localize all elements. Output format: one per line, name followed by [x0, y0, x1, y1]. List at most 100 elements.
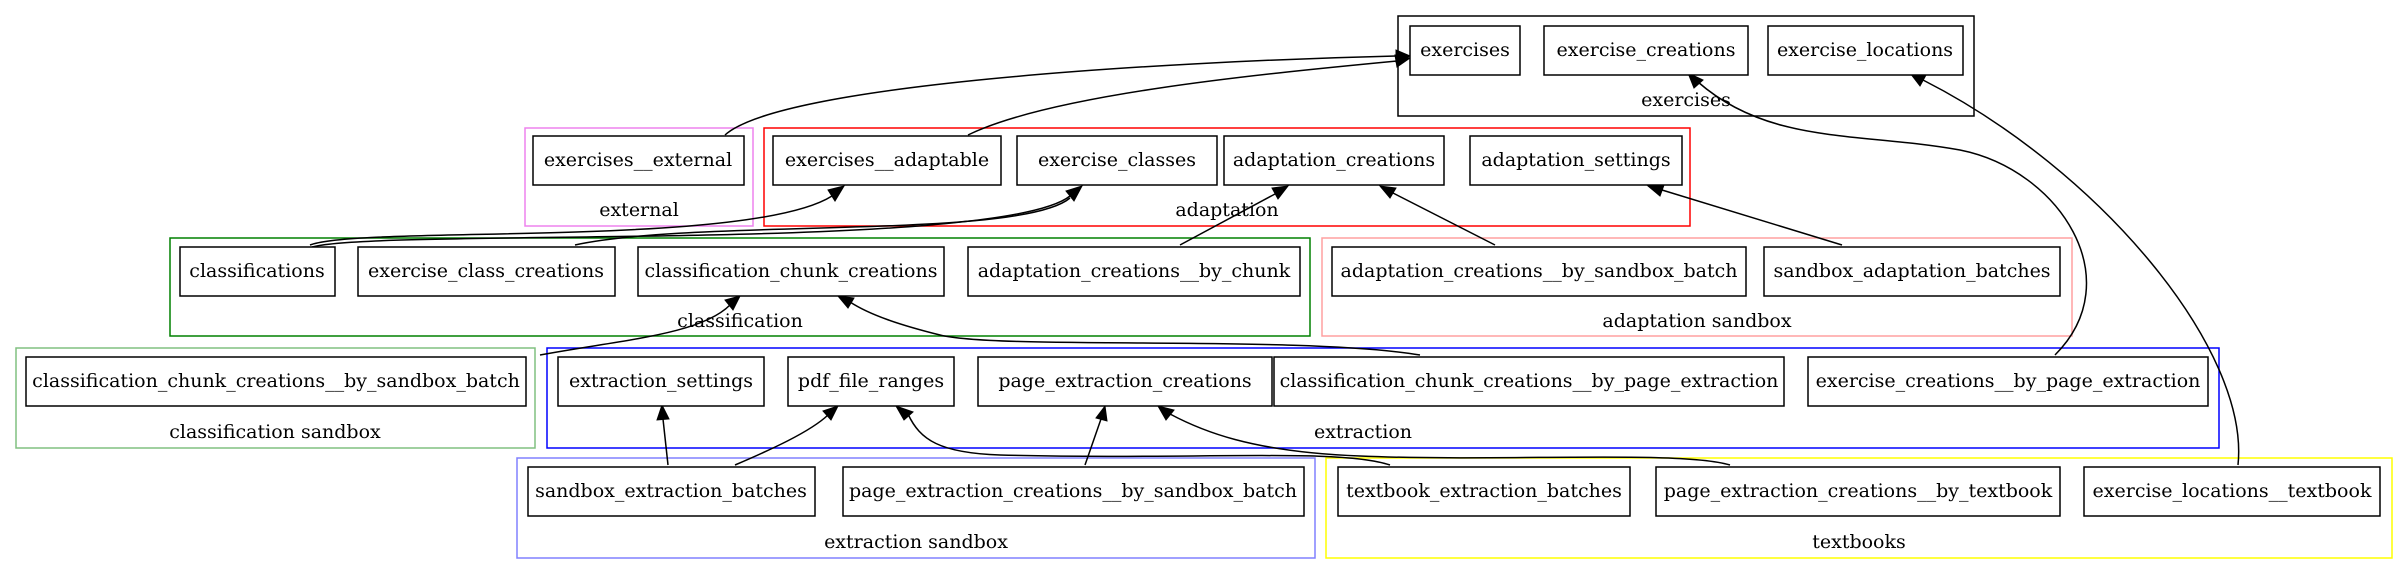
node-exercises[interactable]: exercises	[1409, 25, 1521, 76]
node-page-extraction-creations[interactable]: page_extraction_creations	[977, 356, 1273, 407]
node-exercises-adaptable[interactable]: exercises__adaptable	[772, 135, 1002, 186]
edge-sandbox-adaptation-batches-to-adaptation-settings	[1646, 184, 1843, 246]
edge-page-extraction-creations-by-textbook-to-page-extraction-creations	[1156, 405, 1731, 466]
node-box	[1767, 25, 1964, 76]
node-label: exercise_creations	[1557, 39, 1736, 61]
node-box	[1016, 135, 1218, 186]
node-adaptation-creations-by-chunk[interactable]: adaptation_creations__by_chunk	[967, 246, 1301, 297]
node-label: exercise_classes	[1038, 149, 1196, 171]
edge-line	[1922, 79, 2240, 466]
node-classifications[interactable]: classifications	[179, 246, 336, 297]
node-label: adaptation_settings	[1481, 149, 1670, 171]
edge-classifications-to-exercise-classes	[311, 185, 1084, 248]
node-label: exercise_class_creations	[368, 260, 604, 282]
node-box	[357, 246, 616, 297]
node-classification-chunk-creations-by-page-extraction[interactable]: classification_chunk_creations__by_page_…	[1273, 356, 1785, 407]
node-page-extraction-creations-by-textbook[interactable]: page_extraction_creations__by_textbook	[1655, 466, 2061, 517]
node-box	[637, 246, 945, 297]
edge-adaptation-creations-by-sandbox-batch-to-adaptation-creations	[1378, 185, 1496, 246]
edge-adaptation-creations-by-chunk-to-adaptation-creations	[1179, 185, 1290, 246]
edge-textbook-extraction-batches-to-pdf-file-ranges	[894, 405, 1391, 466]
node-label: adaptation_creations__by_sandbox_batch	[1341, 260, 1738, 282]
edge-arrowhead	[894, 405, 914, 421]
node-label: exercises__adaptable	[785, 149, 989, 171]
node-box	[1469, 135, 1683, 186]
edge-page-extraction-creations-by-sandbox-batch-to-page-extraction-creations	[1084, 404, 1108, 466]
node-classification-chunk-creations[interactable]: classification_chunk_creations	[637, 246, 945, 297]
node-box	[842, 466, 1305, 517]
node-exercise-classes[interactable]: exercise_classes	[1016, 135, 1218, 186]
edge-exercises-external-to-exercises	[724, 49, 1412, 136]
node-box	[2083, 466, 2381, 517]
node-label: page_extraction_creations	[998, 370, 1251, 392]
edge-classification-chunk-creations-by-sandbox-batch-to-classification-chunk-creations	[539, 295, 741, 356]
node-sandbox-extraction-batches[interactable]: sandbox_extraction_batches	[527, 466, 816, 517]
edge-arrowhead	[656, 403, 670, 421]
edge-line	[1169, 413, 1731, 466]
node-box	[25, 356, 527, 407]
node-exercise-creations-by-page-extraction[interactable]: exercise_creations__by_page_extraction	[1807, 356, 2209, 407]
cluster-adaptation-label: adaptation	[1175, 199, 1278, 221]
node-label: page_extraction_creations__by_textbook	[1664, 480, 2053, 502]
node-sandbox-adaptation-batches[interactable]: sandbox_adaptation_batches	[1763, 246, 2061, 297]
edge-line	[1661, 189, 1843, 246]
node-label: exercise_creations__by_page_extraction	[1816, 370, 2201, 392]
cluster-textbooks-border	[1325, 457, 2393, 559]
edge-arrowhead	[1271, 185, 1290, 200]
cluster-exercises-label: exercises	[1641, 89, 1731, 111]
edge-line	[539, 304, 731, 356]
node-label: classification_chunk_creations	[645, 260, 938, 282]
node-exercise-locations-textbook[interactable]: exercise_locations__textbook	[2083, 466, 2381, 517]
node-textbook-extraction-batches[interactable]: textbook_extraction_batches	[1337, 466, 1631, 517]
node-adaptation-settings[interactable]: adaptation_settings	[1469, 135, 1683, 186]
edge-arrowhead	[1156, 405, 1175, 421]
edge-classifications-to-exercises-adaptable	[309, 185, 846, 246]
node-label: adaptation_creations__by_chunk	[978, 260, 1291, 282]
cluster-extraction-sandbox: extraction sandbox	[516, 457, 1316, 559]
cluster-classification-sandbox-border	[15, 347, 536, 449]
node-pdf-file-ranges[interactable]: pdf_file_ranges	[787, 356, 955, 407]
edge-sandbox-extraction-batches-to-pdf-file-ranges	[734, 405, 839, 466]
node-box	[557, 356, 765, 407]
node-exercise-class-creations[interactable]: exercise_class_creations	[357, 246, 616, 297]
node-box	[1223, 135, 1445, 186]
node-adaptation-creations[interactable]: adaptation_creations	[1223, 135, 1445, 186]
cluster-textbooks: textbooks	[1325, 457, 2393, 559]
cluster-classification-label: classification	[677, 310, 803, 332]
node-box	[1543, 25, 1749, 76]
edge-line	[662, 418, 669, 466]
node-box	[1655, 466, 2061, 517]
node-adaptation-creations-by-sandbox-batch[interactable]: adaptation_creations__by_sandbox_batch	[1331, 246, 1747, 297]
edge-arrowhead	[1394, 54, 1412, 68]
node-exercise-locations[interactable]: exercise_locations	[1767, 25, 1964, 76]
edge-arrowhead	[1687, 72, 1704, 89]
node-classification-chunk-creations-by-sandbox-batch[interactable]: classification_chunk_creations__by_sandb…	[25, 356, 527, 407]
edge-arrowhead	[1378, 185, 1397, 199]
edge-line	[1697, 81, 2088, 356]
edge-classification-chunk-creations-by-page-extraction-to-classification-chunk-creations	[836, 295, 1421, 356]
node-extraction-settings[interactable]: extraction_settings	[557, 356, 765, 407]
cluster-adaptation-sandbox: adaptation sandbox	[1321, 237, 2073, 337]
node-page-extraction-creations-by-sandbox-batch[interactable]: page_extraction_creations__by_sandbox_ba…	[842, 466, 1305, 517]
node-box	[967, 246, 1301, 297]
edge-line	[967, 60, 1398, 136]
node-label: page_extraction_creations__by_sandbox_ba…	[849, 480, 1297, 502]
cluster-classification: classification	[169, 237, 1311, 337]
edge-line	[1084, 418, 1102, 466]
node-label: classifications	[189, 260, 324, 282]
node-label: exercise_locations	[1777, 39, 1953, 61]
cluster-adaptation: adaptation	[763, 127, 1691, 227]
edge-arrowhead	[1065, 185, 1084, 202]
node-exercises-external[interactable]: exercises__external	[532, 135, 745, 186]
cluster-external-label: external	[599, 199, 679, 221]
edge-line	[1179, 193, 1276, 246]
cluster-classification-sandbox: classification sandbox	[15, 347, 536, 449]
node-label: exercises__external	[544, 149, 732, 171]
cluster-extraction-sandbox-border	[516, 457, 1316, 559]
edge-arrowhead	[724, 295, 741, 311]
node-exercise-creations[interactable]: exercise_creations	[1543, 25, 1749, 76]
edge-arrowhead	[1646, 184, 1665, 197]
edge-arrowhead	[1095, 404, 1108, 422]
node-label: sandbox_adaptation_batches	[1773, 260, 2050, 282]
